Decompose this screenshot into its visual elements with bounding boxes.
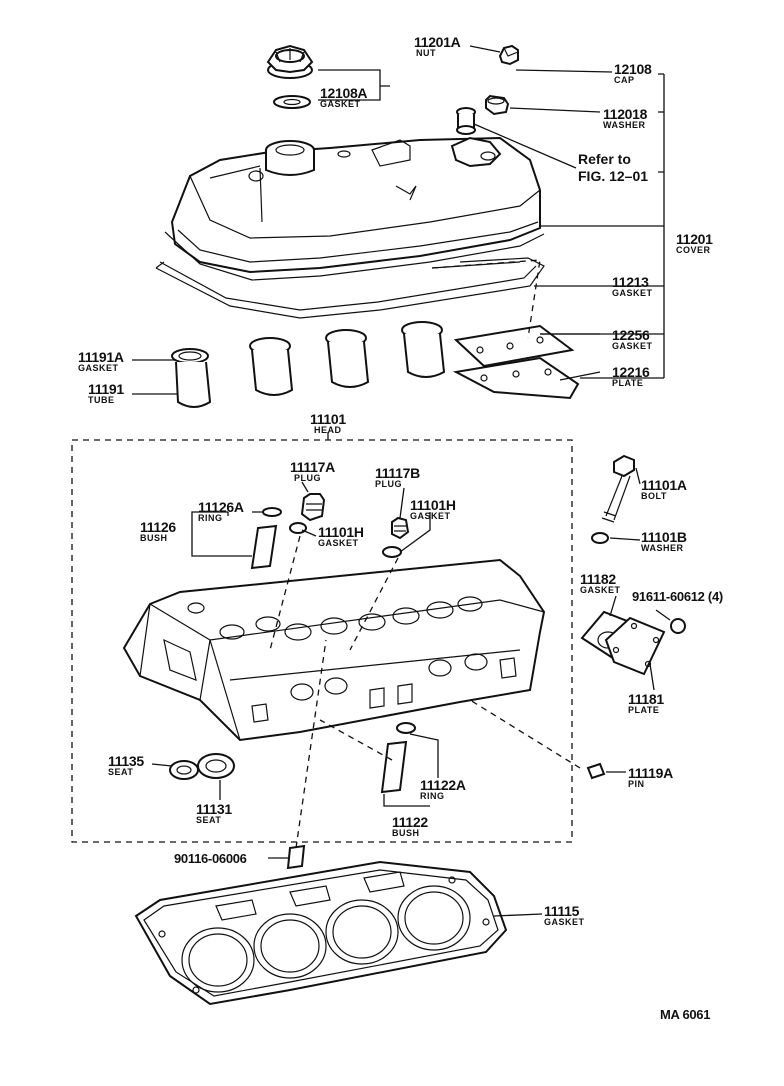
label-11131: 11131 SEAT bbox=[196, 801, 232, 825]
label-12216: 12216 PLATE bbox=[612, 364, 650, 388]
label-11117A: 11117A PLUG bbox=[290, 459, 335, 483]
washer-11101B bbox=[591, 532, 609, 544]
label-12108: 12108 CAP bbox=[614, 61, 652, 85]
bush-11122 bbox=[380, 740, 408, 794]
breather-gasket bbox=[453, 324, 575, 368]
label-11126A: 11126A RING bbox=[198, 499, 244, 523]
oil-filler-cap bbox=[266, 44, 314, 79]
seat-11131 bbox=[197, 753, 235, 779]
label-11119A: 11119A PIN bbox=[628, 765, 673, 789]
cylinder-head bbox=[122, 558, 546, 742]
head-gasket bbox=[134, 860, 508, 1006]
side-plate-11181 bbox=[604, 616, 666, 676]
spark-plug-tubes bbox=[171, 321, 446, 408]
screw-91611 bbox=[670, 618, 686, 634]
label-11101B: 11101B WASHER bbox=[641, 529, 687, 553]
label-11117B: 11117B PLUG bbox=[375, 465, 420, 489]
seat-11135 bbox=[169, 760, 199, 780]
plug-11117B bbox=[391, 516, 410, 540]
cap-gasket bbox=[273, 95, 311, 109]
label-11101A: 11101A BOLT bbox=[641, 477, 687, 501]
label-12256: 12256 GASKET bbox=[612, 327, 653, 351]
label-11201: 11201 COVER bbox=[676, 231, 713, 255]
reference-note: Refer to FIG. 12–01 bbox=[578, 151, 649, 184]
label-11181: 11181 PLATE bbox=[628, 691, 664, 715]
figure-code: MA 6061 bbox=[660, 1007, 711, 1022]
head-group-box bbox=[71, 439, 573, 843]
label-91611: 91611-60612 (4) bbox=[632, 589, 723, 604]
ring-11122A bbox=[396, 722, 416, 734]
label-11213: 11213 GASKET bbox=[612, 274, 653, 298]
cylinder-head-cover bbox=[164, 136, 545, 281]
breather-plate bbox=[452, 356, 580, 400]
ring-11126A bbox=[262, 507, 282, 517]
label-11191A: 11191A GASKET bbox=[78, 349, 124, 373]
stud-90116 bbox=[286, 844, 306, 870]
cover-washer-a bbox=[485, 94, 510, 116]
pin-11119A bbox=[586, 762, 606, 780]
gasket-11101H-left bbox=[289, 522, 307, 534]
head-bolt bbox=[601, 454, 635, 523]
label-11191: 11191 TUBE bbox=[88, 381, 124, 405]
label-112018: 112018 WASHER bbox=[603, 106, 648, 130]
label-11201A: 11201A NUT bbox=[414, 34, 461, 58]
label-12108A: 12108A GASKET bbox=[320, 85, 368, 109]
label-11122: 11122 BUSH bbox=[392, 814, 428, 838]
group-bracket-cover bbox=[534, 73, 665, 379]
plug-11117A bbox=[300, 493, 326, 522]
label-11115: 11115 GASKET bbox=[544, 903, 585, 927]
cover-nut bbox=[498, 44, 519, 66]
label-11122A: 11122A RING bbox=[420, 777, 466, 801]
cover-gasket bbox=[155, 257, 545, 319]
bush-11126 bbox=[250, 524, 278, 570]
label-11101H-left: 11101H GASKET bbox=[318, 524, 364, 548]
label-11126: 11126 BUSH bbox=[140, 519, 176, 543]
label-90116: 90116-06006 bbox=[174, 851, 247, 866]
label-11101H-right: 11101H GASKET bbox=[410, 497, 456, 521]
cover-washer-b bbox=[456, 107, 476, 135]
gasket-11101H-right bbox=[382, 546, 402, 558]
label-11182: 11182 GASKET bbox=[580, 571, 621, 595]
label-11135: 11135 SEAT bbox=[108, 753, 144, 777]
label-11101: 11101 HEAD bbox=[310, 411, 346, 435]
